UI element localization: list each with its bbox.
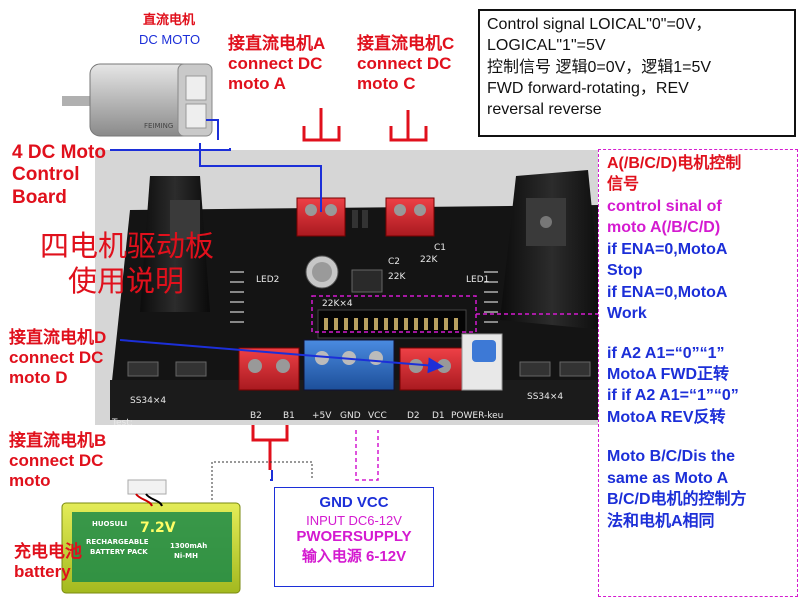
silk-led1: LED1	[466, 275, 489, 285]
battery-label-cn: 充电电池	[14, 542, 82, 561]
info-line1: Control signal LOICAL"0"=0V，	[487, 16, 712, 33]
ctrl-line5: if ENA=0,MotoA	[607, 240, 728, 258]
ctrl-line16: 法和电机A相同	[607, 512, 715, 530]
connect-a-label: 接直流电机A connect DC moto A	[228, 34, 325, 94]
connect-a-line2: connect DC	[228, 54, 323, 74]
ctrl-line14: same as Moto A	[607, 469, 729, 487]
ctrl-line4: moto A(/B/C/D)	[607, 219, 721, 237]
ctrl-line9: if A2 A1=“0”“1”	[607, 344, 725, 362]
ctrl-line12: MotoA REV反转	[607, 408, 726, 426]
silk-22k-b: 22K	[420, 255, 438, 265]
power-leads	[211, 461, 313, 500]
silk-power: POWER-keu	[451, 411, 503, 421]
connect-d-line1: 接直流电机D	[9, 328, 107, 347]
input-power-box: GND VCC INPUT DC6-12V PWOERSUPPLY 输入电源 6…	[274, 487, 434, 587]
battery-pack	[61, 479, 241, 594]
info-line5: reversal reverse	[487, 101, 602, 119]
silk-d1: D1	[432, 411, 445, 421]
ctrl-line15: B/C/D电机的控制方	[607, 491, 747, 509]
red-brackets	[251, 108, 428, 470]
silk-test: Test:	[111, 418, 133, 428]
silk-d2: D2	[407, 411, 420, 421]
ctrl-spacer-2	[607, 428, 789, 446]
silk-gnd: GND	[340, 411, 361, 421]
motor-driver-pcb	[110, 170, 604, 420]
svg-text:FEIMING: FEIMING	[144, 122, 173, 130]
ctrl-line7: if ENA=0,MotoA	[607, 283, 728, 301]
connect-c-line3: moto C	[357, 74, 416, 94]
board-title-line1: 4 DC Moto	[12, 142, 106, 163]
battery-label: 充电电池 battery	[14, 542, 82, 582]
input-voltage: INPUT DC6-12V	[306, 513, 402, 528]
silk-vcc: VCC	[368, 411, 387, 421]
connect-d-line3: moto D	[9, 368, 68, 388]
ctrl-spacer-1	[607, 325, 789, 343]
connect-c-line1: 接直流电机C	[357, 34, 455, 53]
info-line3: 控制信号 逻辑0=0V，逻辑1=5V	[487, 58, 712, 76]
connect-d-label: 接直流电机D connect DC moto D	[9, 328, 106, 388]
ctrl-line3: control sinal of	[607, 197, 722, 215]
battery-text-1: RECHARGEABLE	[86, 538, 149, 546]
connect-b-line3: moto	[9, 471, 51, 491]
motor-label-en: DC MOTO	[139, 32, 201, 47]
motor-control-box: A(/B/C/D)电机控制 信号 control sinal of moto A…	[598, 149, 798, 597]
usage-title-cn: 四电机驱动板 使用说明	[40, 229, 214, 300]
battery-label-en: battery	[14, 562, 71, 582]
ctrl-line11: if if A2 A1=“1”“0”	[607, 387, 739, 405]
ctrl-line6: Stop	[607, 262, 643, 280]
silk-c1: C1	[434, 243, 446, 253]
connect-a-line3: moto A	[228, 74, 286, 94]
ctrl-line10: MotoA FWD正转	[607, 365, 730, 383]
magenta-guide	[311, 295, 598, 481]
silk-ss-left: SS34×4	[130, 396, 166, 406]
board-title: 4 DC Moto Control Board	[12, 142, 106, 209]
ctrl-line8: Work	[607, 305, 647, 323]
input-supply: PWOERSUPPLY	[296, 528, 412, 545]
connect-d-line2: connect DC	[9, 348, 104, 368]
info-line4: FWD forward-rotating，REV	[487, 79, 689, 97]
ctrl-line13: Moto B/C/Dis the	[607, 448, 735, 466]
battery-brand: HUOSULI	[92, 520, 127, 528]
board-title-line2: Control	[12, 164, 80, 186]
silk-22k-a: 22K	[388, 272, 406, 282]
battery-voltage: 7.2V	[140, 520, 176, 536]
battery-capacity: 1300mAh	[170, 542, 207, 550]
input-cn: 输入电源 6-12V	[301, 548, 407, 565]
usage-title-line2: 使用说明	[68, 264, 185, 299]
usage-title-line1: 四电机驱动板	[40, 229, 215, 263]
connect-b-label: 接直流电机B connect DC moto	[9, 431, 106, 491]
motor-label-cn: 直流电机	[143, 12, 196, 27]
dc-motor: FEIMING	[62, 63, 213, 137]
connect-a-line1: 接直流电机A	[228, 34, 326, 53]
info-line2: LOGICAL"1"=5V	[487, 37, 606, 55]
silk-b2: B2	[250, 411, 262, 421]
connect-c-label: 接直流电机C connect DC moto C	[357, 34, 454, 94]
connect-b-line1: 接直流电机B	[9, 431, 107, 450]
ctrl-line2: 信号	[607, 176, 640, 194]
connect-b-line2: connect DC	[9, 451, 104, 471]
blue-pointer-lines	[110, 119, 444, 481]
ctrl-line1: A(/B/C/D)电机控制	[607, 155, 742, 172]
silk-b1: B1	[283, 411, 295, 421]
control-signal-info-box: Control signal LOICAL"0"=0V， LOGICAL"1"=…	[478, 9, 796, 137]
silk-led2: LED2	[256, 275, 279, 285]
silk-22kx4: 22K×4	[322, 299, 353, 309]
silk-c2: C2	[388, 257, 400, 267]
silk-5v: +5V	[312, 411, 332, 421]
silk-ss-right: SS34×4	[527, 392, 563, 402]
board-title-line3: Board	[12, 186, 67, 208]
input-gnd-vcc: GND VCC	[319, 494, 389, 511]
battery-type: Ni-MH	[174, 552, 198, 560]
connect-c-line2: connect DC	[357, 54, 452, 74]
battery-text-2: BATTERY PACK	[90, 548, 148, 556]
